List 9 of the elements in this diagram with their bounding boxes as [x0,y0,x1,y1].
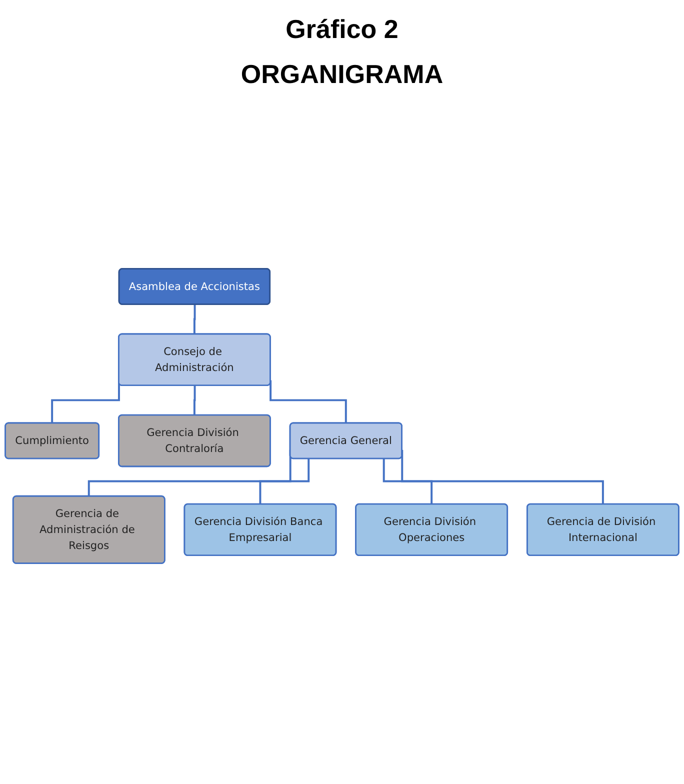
connector [193,304,196,336]
connector [270,380,348,424]
chart-heading: ORGANIGRAMA [240,59,444,90]
connector [51,382,120,424]
connector [382,458,433,506]
chart-title: Gráfico 2 [284,14,400,45]
connector [259,458,310,506]
connector [193,386,196,416]
connector [401,450,604,506]
